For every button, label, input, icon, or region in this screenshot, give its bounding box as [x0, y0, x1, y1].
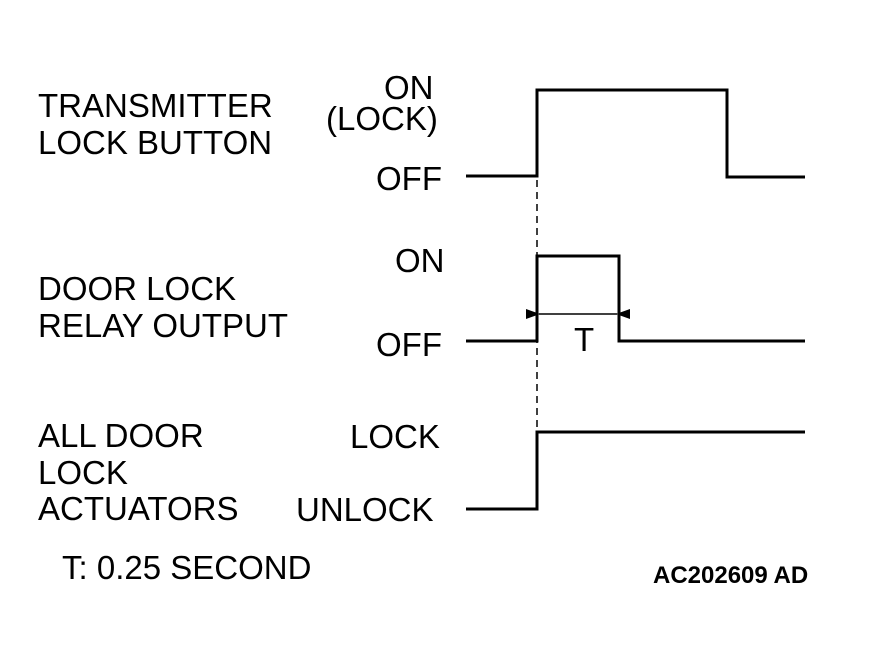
waveform-actuators — [466, 430, 805, 511]
signal-name-transmitter-line1: TRANSMITTER — [38, 87, 273, 124]
interval-note: T: 0.25 SECOND — [62, 549, 312, 586]
state-label-transmitter-off: OFF — [376, 160, 442, 197]
signal-name-relay-line1: DOOR LOCK — [38, 270, 237, 307]
signal-name-actuators-line3: ACTUATORS — [38, 490, 239, 527]
state-label-transmitter-lock: (LOCK) — [326, 100, 438, 137]
state-label-relay-off: OFF — [376, 326, 442, 363]
signal-name-actuators-line2: LOCK — [38, 454, 128, 491]
state-label-transmitter-on: ON — [384, 69, 434, 106]
signal-name-actuators-line1: ALL DOOR — [38, 417, 204, 454]
interval-label: T — [574, 321, 595, 358]
state-label-actuators-lock: LOCK — [350, 418, 440, 455]
waveform-relay — [466, 254, 805, 343]
waveform-transmitter — [466, 88, 805, 179]
state-label-actuators-unlock: UNLOCK — [296, 491, 434, 528]
signal-name-relay-line2: RELAY OUTPUT — [38, 307, 288, 344]
figure-code: AC202609 AD — [653, 562, 809, 589]
signal-name-transmitter-line2: LOCK BUTTON — [38, 124, 273, 161]
state-label-relay-on: ON — [395, 242, 445, 279]
